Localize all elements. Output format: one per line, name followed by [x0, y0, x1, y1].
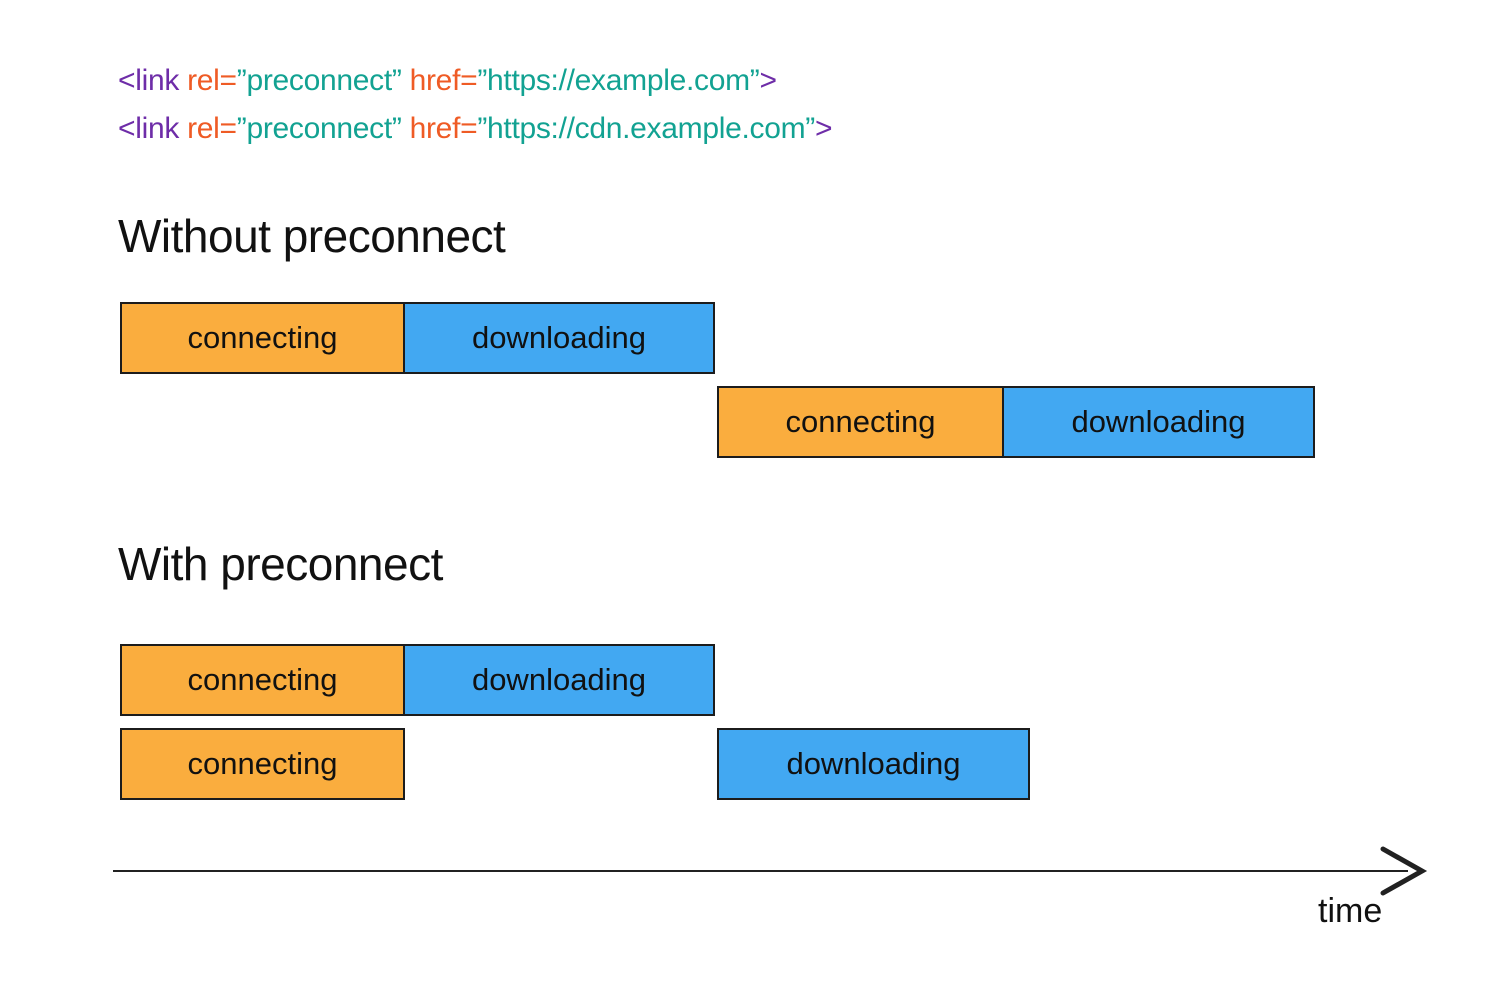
- code-token-value: ”https://example.com”: [477, 64, 760, 97]
- section-title-without-preconnect: Without preconnect: [118, 210, 506, 262]
- code-token-value: ”preconnect”: [236, 64, 410, 97]
- arrow-right-icon: [1380, 846, 1428, 896]
- phase-segment-connecting: connecting: [719, 388, 1002, 456]
- code-token-attr: rel=: [187, 112, 237, 145]
- code-token-tag: >: [759, 64, 777, 97]
- code-token-tag: <link: [118, 112, 188, 145]
- phase-segment-downloading: downloading: [403, 646, 713, 714]
- code-line: <link rel=”preconnect” href=”https://exa…: [118, 57, 832, 105]
- timeline-bar: connecting: [120, 728, 405, 800]
- code-token-tag: >: [814, 112, 833, 145]
- code-token-attr: href=: [409, 64, 478, 97]
- phase-segment-connecting: connecting: [122, 730, 403, 798]
- code-token-value: ”https://cdn.example.com”: [477, 112, 815, 145]
- code-snippet: <link rel=”preconnect” href=”https://exa…: [118, 57, 833, 153]
- code-token-value: ”preconnect”: [236, 112, 410, 145]
- phase-segment-connecting: connecting: [122, 646, 403, 714]
- phase-segment-connecting: connecting: [122, 304, 403, 372]
- code-token-attr: rel=: [187, 64, 237, 97]
- phase-segment-downloading: downloading: [719, 730, 1028, 798]
- time-axis-label: time: [1318, 892, 1383, 930]
- phase-segment-downloading: downloading: [1002, 388, 1313, 456]
- code-line: <link rel=”preconnect” href=”https://cdn…: [118, 105, 833, 153]
- code-token-tag: <link: [118, 64, 188, 97]
- section-title-with-preconnect: With preconnect: [118, 538, 443, 590]
- timeline-bar: downloading: [717, 728, 1030, 800]
- phase-segment-downloading: downloading: [403, 304, 713, 372]
- code-token-attr: href=: [409, 112, 478, 145]
